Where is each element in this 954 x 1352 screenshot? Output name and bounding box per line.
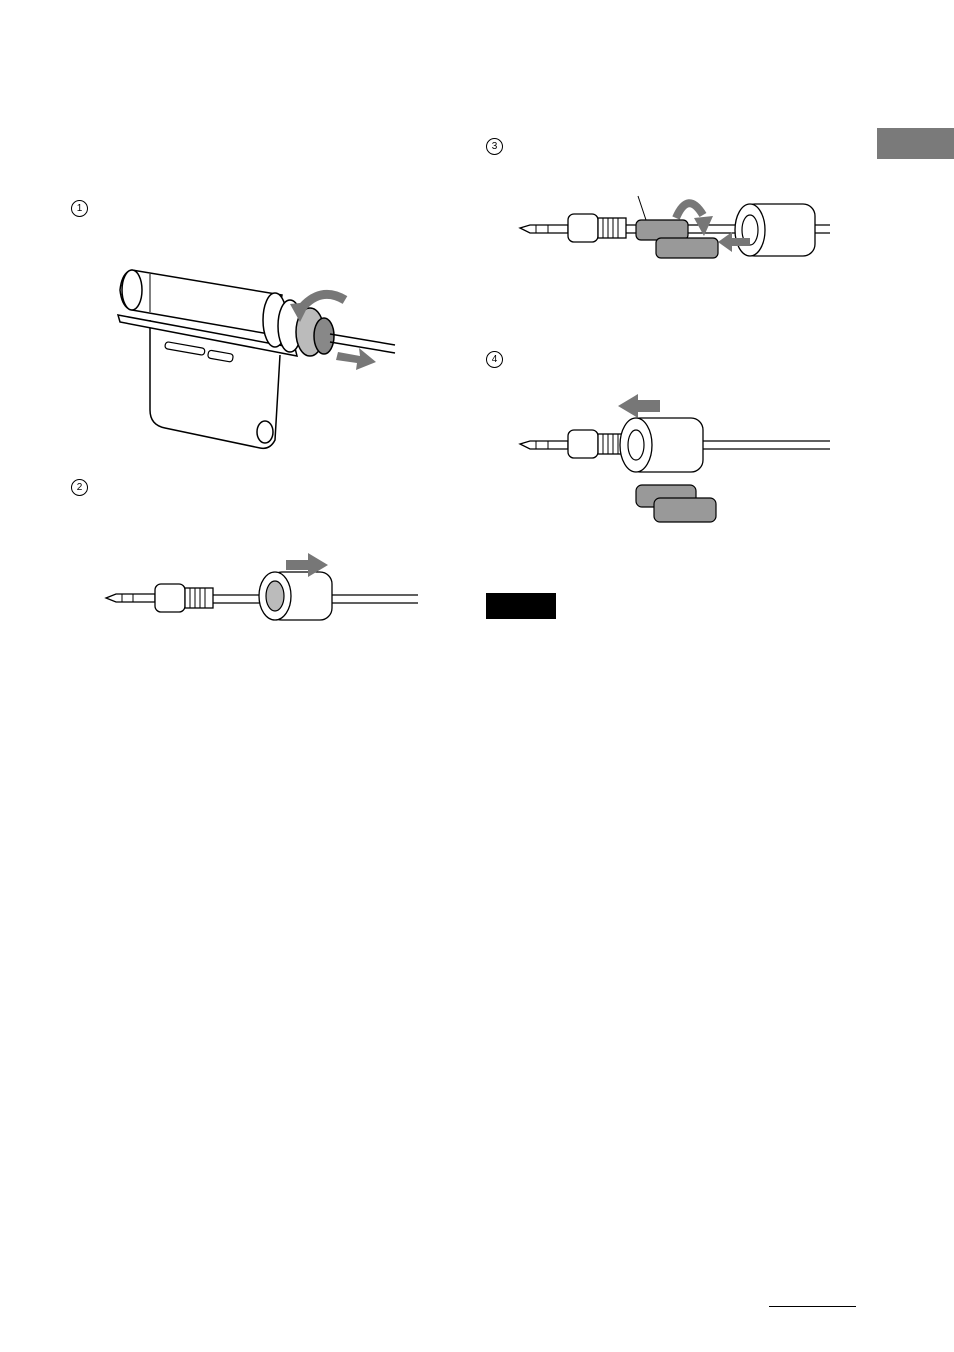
- step-4-number: 4: [486, 351, 503, 368]
- step-3-number: 3: [486, 138, 503, 155]
- section-tab: [877, 128, 954, 159]
- continued-rule: [769, 1306, 856, 1307]
- note-label: [486, 593, 556, 619]
- step-1-number: 1: [71, 200, 88, 217]
- step-4-illustration: [518, 390, 838, 530]
- step-1-illustration: [110, 260, 410, 455]
- step-2-number: 2: [71, 479, 88, 496]
- step-2-illustration: [100, 550, 420, 630]
- step-3-illustration: [518, 190, 838, 270]
